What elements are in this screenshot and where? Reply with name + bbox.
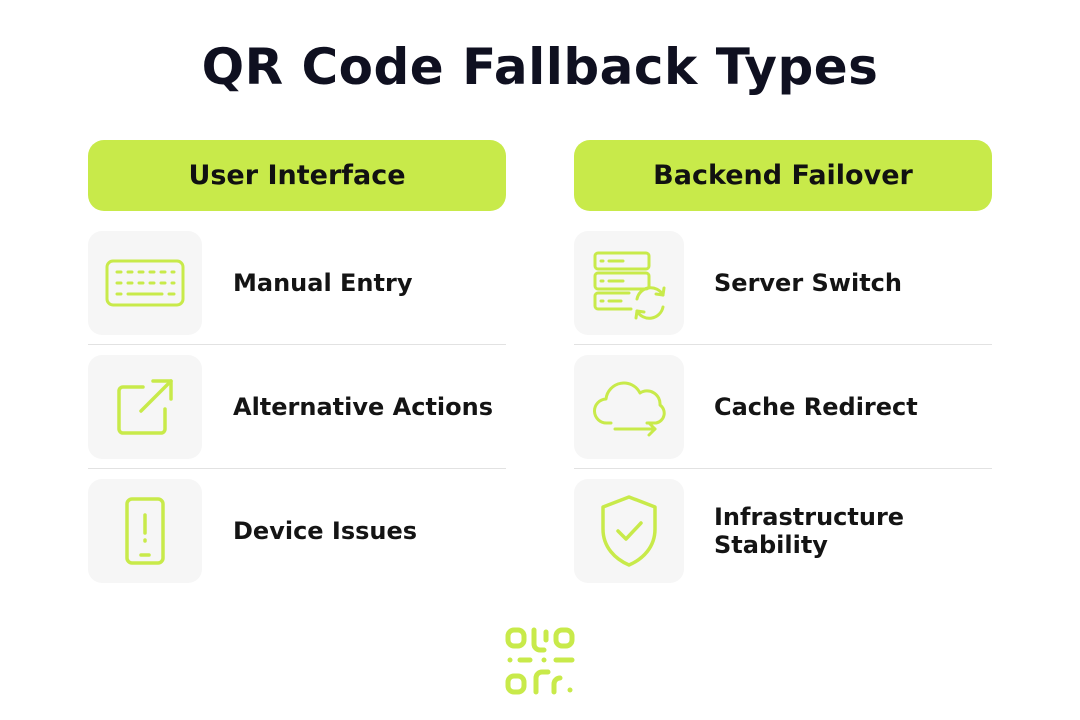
list-item-infrastructure-stability: Infrastructure Stability: [574, 468, 992, 583]
page-title: QR Code Fallback Types: [201, 38, 879, 96]
item-label: Server Switch: [714, 269, 902, 297]
qr-code-icon: [504, 626, 576, 696]
cloud-redirect-icon: [574, 355, 684, 459]
item-label: Manual Entry: [233, 269, 413, 297]
backend-failover-column: Backend Failover: [574, 140, 992, 583]
server-refresh-icon: [574, 231, 684, 335]
list-item-manual-entry: Manual Entry: [88, 231, 506, 335]
list-item-server-switch: Server Switch: [574, 231, 992, 335]
backend-failover-header: Backend Failover: [574, 140, 992, 211]
item-label: Cache Redirect: [714, 393, 918, 421]
user-interface-column: User Interface: [88, 140, 506, 583]
external-link-icon: [88, 355, 202, 459]
phone-alert-icon: [88, 479, 202, 583]
item-label: Device Issues: [233, 517, 418, 545]
keyboard-icon: [88, 231, 202, 335]
item-label: Alternative Actions: [233, 393, 494, 421]
list-item-cache-redirect: Cache Redirect: [574, 344, 992, 459]
user-interface-header: User Interface: [88, 140, 506, 211]
item-label: Infrastructure Stability: [714, 503, 905, 559]
shield-check-icon: [574, 479, 684, 583]
list-item-device-issues: Device Issues: [88, 468, 506, 583]
list-item-alternative-actions: Alternative Actions: [88, 344, 506, 459]
